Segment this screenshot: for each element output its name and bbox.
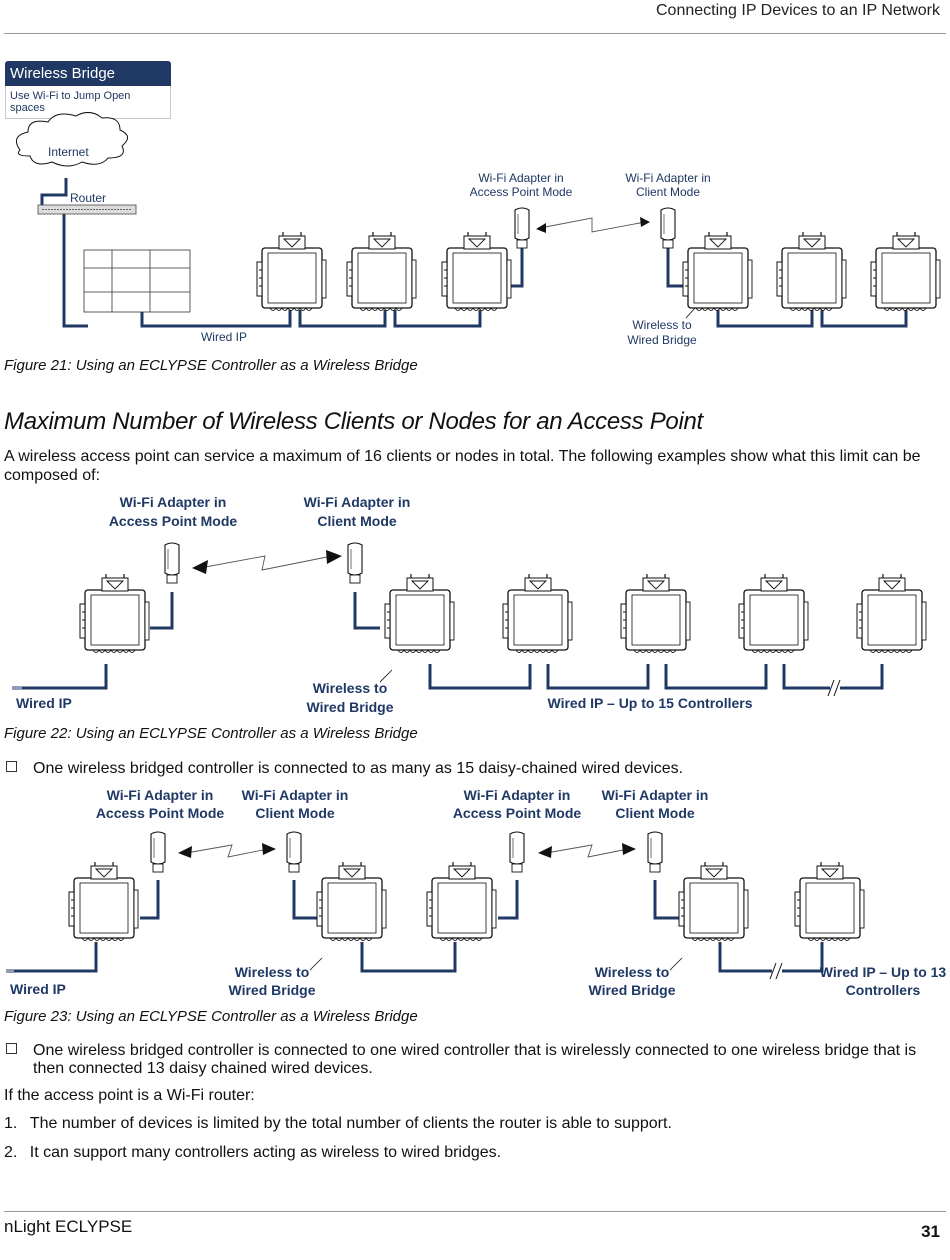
main-controller bbox=[83, 249, 191, 313]
fig21-client-label-1: Wi-Fi Adapter in bbox=[625, 171, 710, 185]
router-note: If the access point is a Wi-Fi router: bbox=[4, 1087, 255, 1104]
fig23-client-label-1: Wi-Fi Adapter in bbox=[242, 787, 349, 803]
fig23-controller bbox=[678, 861, 749, 942]
fig23-ap-b-label-1: Wi-Fi Adapter in bbox=[464, 787, 571, 803]
fig22-controller bbox=[620, 573, 691, 654]
router-label: Router bbox=[70, 191, 106, 205]
figure23-caption: Figure 23: Using an ECLYPSE Controller a… bbox=[4, 1008, 418, 1025]
figure22: Wi-Fi Adapter in Access Point Mode Wi-Fi… bbox=[12, 494, 927, 715]
fig23-bridge-a-label-1: Wireless to bbox=[235, 964, 310, 980]
fig23-controller bbox=[316, 861, 387, 942]
fig21-wired-ip-label: Wired IP bbox=[201, 330, 247, 344]
wifi-adapter-client bbox=[647, 831, 663, 873]
page-number: 31 bbox=[921, 1222, 940, 1241]
bullet-box-icon bbox=[6, 761, 17, 772]
fig23-bridge-b-label-2: Wired Bridge bbox=[589, 982, 676, 998]
bullet-text: One wireless bridged controller is conne… bbox=[33, 760, 684, 777]
section-heading: Maximum Number of Wireless Clients or No… bbox=[4, 408, 703, 435]
fig23-wired-ip-label: Wired IP bbox=[10, 981, 66, 997]
fig23-client-b-label-2: Client Mode bbox=[615, 805, 695, 821]
footer-product: nLight ECLYPSE bbox=[4, 1217, 133, 1236]
badge-title: Wireless Bridge bbox=[5, 61, 171, 86]
wifi-adapter-client bbox=[347, 542, 363, 584]
list-number: 2. bbox=[4, 1144, 18, 1161]
fig23-bridge-b-label-1: Wireless to bbox=[595, 964, 670, 980]
header-rule bbox=[4, 33, 946, 34]
wifi-adapter-ap bbox=[514, 207, 530, 249]
fig22-client-label-2: Client Mode bbox=[317, 513, 397, 529]
footer-rule bbox=[4, 1211, 946, 1212]
fig23-wired-upto-label-2: Controllers bbox=[846, 982, 921, 998]
fig22-controller bbox=[502, 573, 573, 654]
wifi-adapter-ap bbox=[164, 542, 180, 584]
fig23-ap-b-label-2: Access Point Mode bbox=[453, 805, 582, 821]
fig22-bridge-label-1: Wireless to bbox=[313, 680, 388, 696]
fig22-wired-upto-label: Wired IP – Up to 15 Controllers bbox=[548, 695, 753, 711]
fig22-controller bbox=[738, 573, 809, 654]
fig21-ap-label-2: Access Point Mode bbox=[470, 185, 573, 199]
fig22-controller bbox=[856, 573, 927, 654]
fig22-wired-ip-label: Wired IP bbox=[16, 695, 72, 711]
figure23: Wi-Fi Adapter in Access Point Mode Wi-Fi… bbox=[6, 787, 946, 998]
list-text: The number of devices is limited by the … bbox=[29, 1115, 672, 1132]
figure21-caption: Figure 21: Using an ECLYPSE Controller a… bbox=[4, 357, 418, 374]
list-number: 1. bbox=[4, 1115, 18, 1132]
fig23-client-b-label-1: Wi-Fi Adapter in bbox=[602, 787, 709, 803]
fig23-client-label-2: Client Mode bbox=[255, 805, 335, 821]
internet-label: Internet bbox=[48, 145, 89, 159]
fig22-controller bbox=[79, 573, 150, 654]
fig21-client-label-2: Client Mode bbox=[636, 185, 700, 199]
fig21-controller bbox=[682, 231, 753, 312]
fig21-controller bbox=[441, 231, 512, 312]
fig23-controller bbox=[426, 861, 497, 942]
fig22-ap-label-1: Wi-Fi Adapter in bbox=[120, 494, 227, 510]
section-intro: A wireless access point can service a ma… bbox=[4, 448, 921, 484]
wifi-adapter-client bbox=[286, 831, 302, 873]
fig21-controller bbox=[256, 231, 327, 312]
wifi-adapter-ap bbox=[150, 831, 166, 873]
fig23-ap-label-2: Access Point Mode bbox=[96, 805, 225, 821]
wifi-adapter-client bbox=[660, 207, 676, 249]
bullet-box-icon bbox=[6, 1043, 17, 1054]
figure22-caption: Figure 22: Using an ECLYPSE Controller a… bbox=[4, 725, 418, 742]
list-item: 2. It can support many controllers actin… bbox=[4, 1144, 501, 1162]
fig21-bridge-label-2: Wired Bridge bbox=[627, 333, 697, 347]
fig23-controller bbox=[794, 861, 865, 942]
page-header-title: Connecting IP Devices to an IP Network bbox=[656, 2, 940, 19]
bullet-text: One wireless bridged controller is conne… bbox=[33, 1042, 917, 1077]
fig22-client-label-1: Wi-Fi Adapter in bbox=[304, 494, 411, 510]
fig21-controller bbox=[870, 231, 941, 312]
fig23-ap-label-1: Wi-Fi Adapter in bbox=[107, 787, 214, 803]
fig21-controller bbox=[776, 231, 847, 312]
list-item: 1. The number of devices is limited by t… bbox=[4, 1115, 672, 1133]
wifi-adapter-ap bbox=[509, 831, 525, 873]
fig22-controller bbox=[384, 573, 455, 654]
bullet-item: One wireless bridged controller is conne… bbox=[4, 1042, 944, 1080]
fig22-bridge-label-2: Wired Bridge bbox=[307, 699, 394, 715]
fig21-bridge-label-1: Wireless to bbox=[632, 318, 692, 332]
fig23-controller bbox=[68, 861, 139, 942]
fig23-bridge-a-label-2: Wired Bridge bbox=[229, 982, 316, 998]
figure21: Internet Router bbox=[15, 112, 941, 347]
fig21-controller bbox=[346, 231, 417, 312]
fig22-ap-label-2: Access Point Mode bbox=[109, 513, 238, 529]
bullet-item: One wireless bridged controller is conne… bbox=[4, 760, 944, 780]
fig23-wired-upto-label-1: Wired IP – Up to 13 bbox=[820, 964, 947, 980]
fig21-ap-label-1: Wi-Fi Adapter in bbox=[478, 171, 563, 185]
internet-cloud bbox=[15, 112, 128, 167]
list-text: It can support many controllers acting a… bbox=[29, 1144, 502, 1161]
